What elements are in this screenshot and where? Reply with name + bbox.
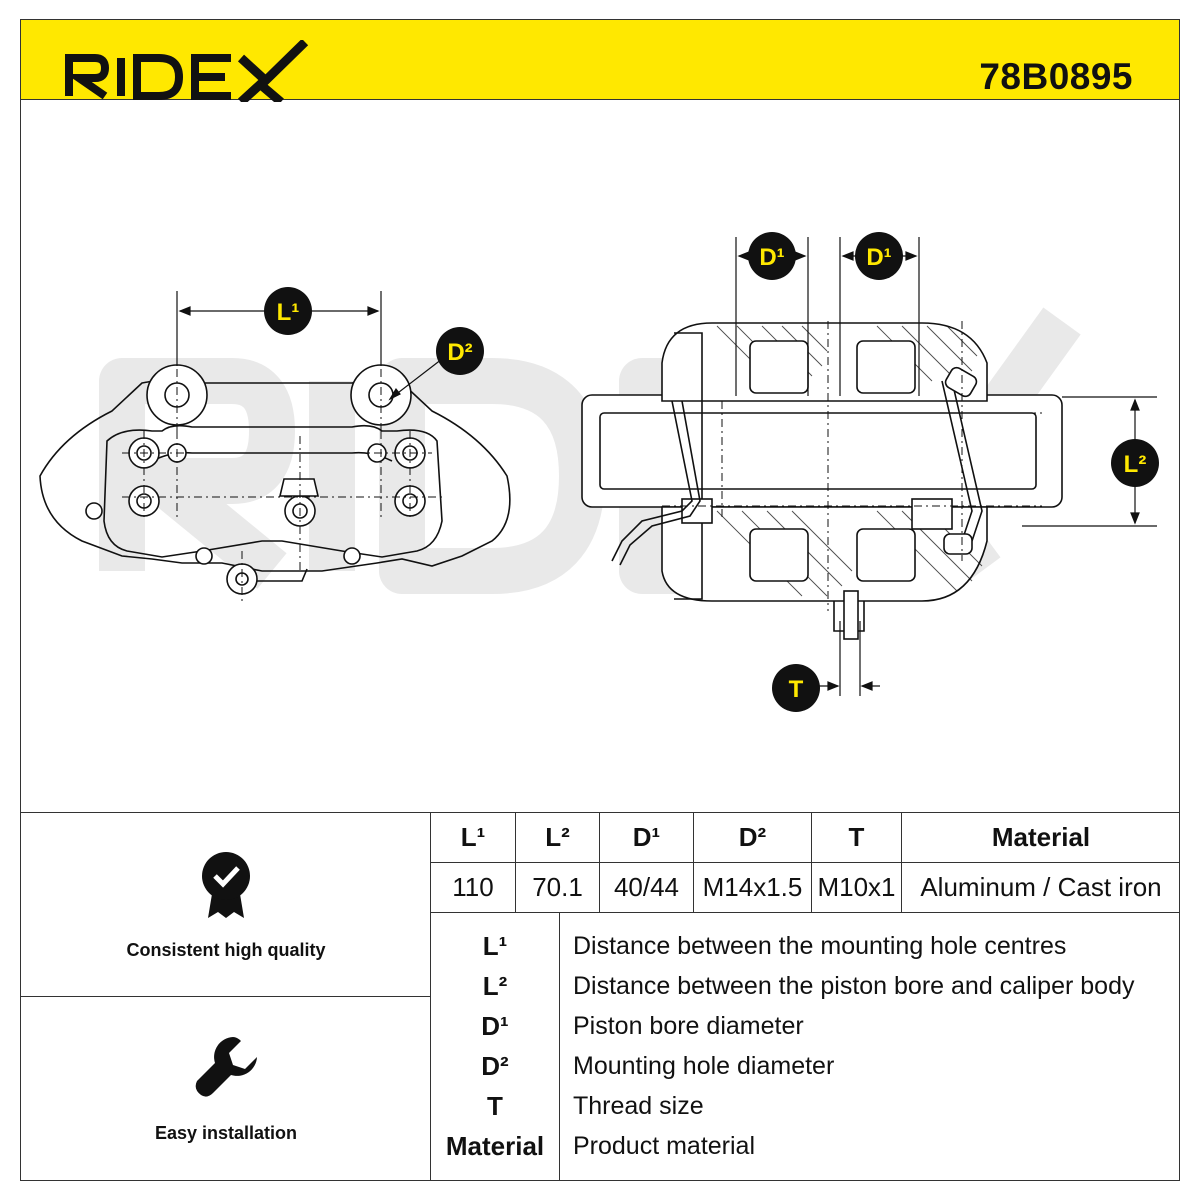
legend-text-d2: Mounting hole diameter — [573, 1052, 835, 1080]
ridex-logo — [65, 40, 309, 102]
marker-l1: L¹ — [264, 287, 312, 335]
feature-installation: Easy installation — [22, 997, 430, 1181]
quality-badge-icon — [202, 852, 250, 918]
divider-spec-col1 — [515, 812, 516, 913]
legend-key-material: Material — [445, 1131, 545, 1161]
technical-drawing: L¹ D² D¹ D¹ L² T — [39, 232, 1159, 712]
wrench-icon — [195, 1037, 257, 1097]
header-bar: 78B0895 — [20, 19, 1180, 102]
marker-d1-right-text: D¹ — [866, 244, 891, 271]
spec-value-t: M10x1 — [817, 872, 896, 902]
legend-key-d1: D¹ — [481, 1011, 509, 1041]
spec-header-d2: D² — [738, 822, 767, 852]
feature-quality: Consistent high quality — [22, 812, 430, 996]
legend-text-t: Thread size — [573, 1092, 704, 1120]
feature-installation-label: Easy installation — [154, 1123, 298, 1143]
spec-value-d2: M14x1.5 — [702, 872, 803, 902]
spec-header-l1: L¹ — [460, 822, 486, 852]
divider-spec-col4 — [811, 812, 812, 913]
divider-spec-col2 — [599, 812, 600, 913]
dim-t — [812, 621, 880, 696]
legend-key-l1: L¹ — [482, 931, 508, 961]
marker-d1-left-text: D¹ — [759, 244, 784, 271]
marker-l1-text: L¹ — [277, 299, 300, 326]
dim-d2-leader — [388, 358, 443, 401]
divider-features-middle — [20, 996, 431, 997]
divider-spec-col5 — [901, 812, 902, 913]
marker-l2: L² — [1111, 439, 1159, 487]
legend-key-l2: L² — [482, 971, 508, 1001]
divider-spec-header — [430, 862, 1180, 863]
centre-lines-section — [662, 321, 1042, 611]
marker-l2-text: L² — [1124, 451, 1147, 478]
piston-bores — [681, 340, 953, 582]
spec-header-material: Material — [991, 822, 1091, 852]
legend-key-t: T — [487, 1091, 503, 1121]
spec-value-material: Aluminum / Cast iron — [920, 872, 1162, 902]
marker-d2-text: D² — [447, 339, 472, 366]
marker-d2: D² — [436, 327, 484, 375]
marker-t-text: T — [789, 676, 804, 703]
legend-key-d2: D² — [481, 1051, 509, 1081]
legend-text-l2: Distance between the piston bore and cal… — [573, 972, 1135, 1000]
centre-lines-front — [122, 351, 442, 601]
legend-text-d1: Piston bore diameter — [573, 1012, 804, 1040]
legend-text-material: Product material — [573, 1132, 756, 1160]
dim-l2 — [1022, 396, 1157, 527]
legend-text-l1: Distance between the mounting hole centr… — [573, 932, 1067, 960]
spec-value-d1: 40/44 — [613, 872, 680, 902]
bleed-screw — [843, 590, 859, 640]
spec-value-l1: 110 — [452, 872, 494, 902]
divider-spec-col3 — [693, 812, 694, 913]
spec-header-t: T — [848, 822, 865, 852]
divider-legend — [559, 912, 560, 1181]
marker-t: T — [772, 664, 820, 712]
marker-d1-left: D¹ — [748, 232, 796, 280]
spec-header-d1: D¹ — [632, 822, 661, 852]
divider-drawing-bottom — [20, 812, 1180, 813]
marker-d1-right: D¹ — [855, 232, 903, 280]
feature-quality-label: Consistent high quality — [126, 940, 326, 960]
divider-spec-values — [430, 912, 1180, 913]
part-number: 78B0895 — [979, 56, 1133, 97]
spec-header-l2: L² — [545, 822, 570, 852]
brake-line — [611, 366, 983, 566]
spec-value-l2: 70.1 — [532, 872, 583, 902]
